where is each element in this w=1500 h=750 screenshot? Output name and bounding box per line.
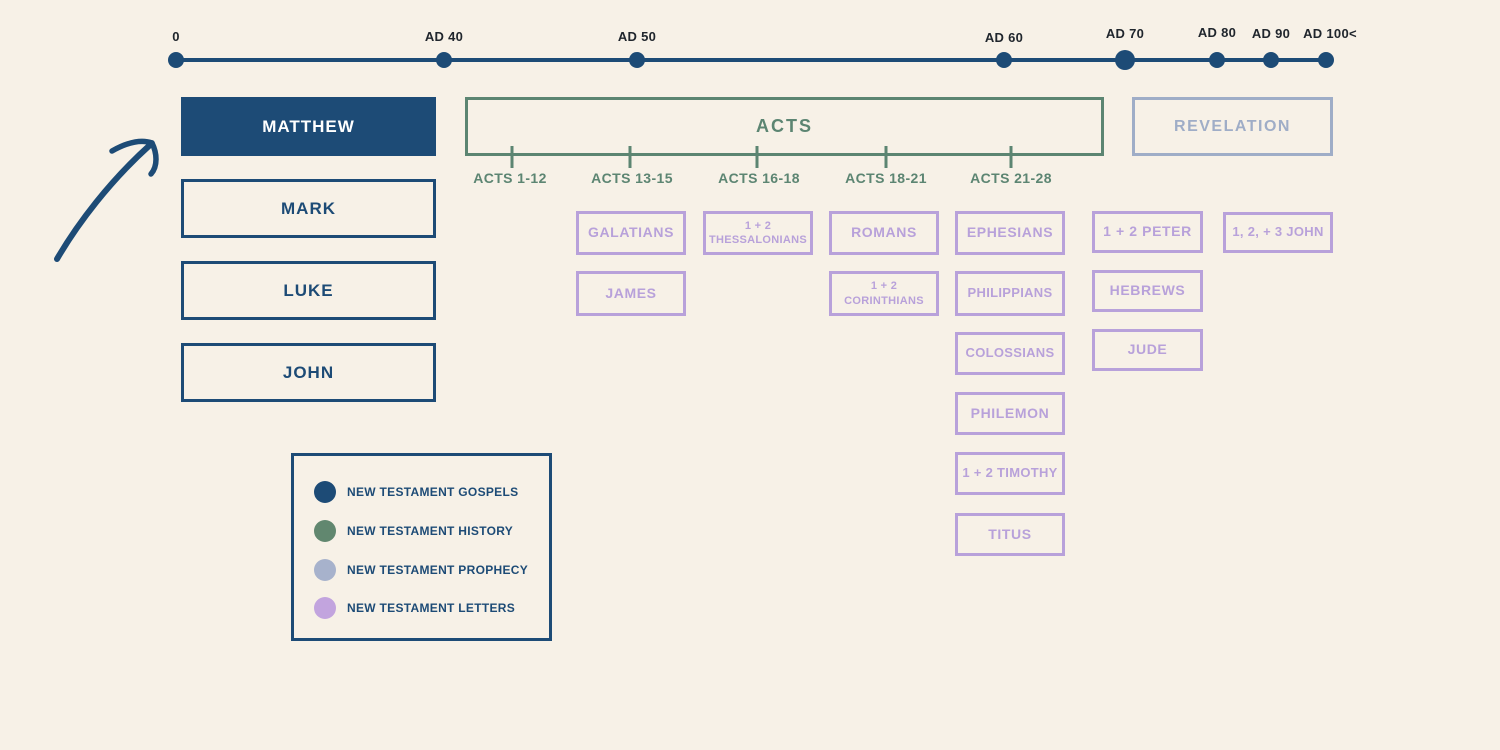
timeline-line <box>176 58 1326 62</box>
timeline-dot-ad80 <box>1209 52 1225 68</box>
letter-box-thessalonians: 1 + 2 THESSALONIANS <box>703 211 813 255</box>
timeline-marker-label: AD 60 <box>984 30 1024 45</box>
letter-box-romans: ROMANS <box>829 211 939 255</box>
letter-box-colossians: COLOSSIANS <box>955 332 1065 375</box>
gospels-color-dot <box>314 481 336 503</box>
timeline-dot-ad70 <box>1115 50 1135 70</box>
timeline-marker-label: AD 90 <box>1251 26 1291 41</box>
timeline-marker-label: AD 100< <box>1303 26 1357 41</box>
hand-drawn-arrow <box>54 138 159 262</box>
timeline-marker-label: 0 <box>172 29 180 44</box>
gospel-box-matthew: MATTHEW <box>181 97 436 156</box>
letter-box-titus: TITUS <box>955 513 1065 556</box>
timeline-marker-label: AD 80 <box>1197 25 1237 40</box>
gospel-box-mark: MARK <box>181 179 436 238</box>
legend-box: NEW TESTAMENT GOSPELS NEW TESTAMENT HIST… <box>291 453 552 641</box>
legend-item-label: NEW TESTAMENT HISTORY <box>347 524 514 538</box>
acts-segment-label: ACTS 1-12 <box>473 170 547 186</box>
legend-item-label: NEW TESTAMENT LETTERS <box>347 601 516 615</box>
letter-box-hebrews: HEBREWS <box>1092 270 1203 312</box>
timeline-dot-ad40 <box>436 52 452 68</box>
legend-item-history: NEW TESTAMENT HISTORY <box>314 520 513 542</box>
gospel-box-john: JOHN <box>181 343 436 402</box>
letter-box-john123: 1, 2, + 3 JOHN <box>1223 212 1333 253</box>
acts-tick <box>628 146 632 168</box>
timeline-marker-label: AD 40 <box>424 29 464 44</box>
acts-tick <box>510 146 514 168</box>
timeline-marker-label: AD 70 <box>1105 26 1145 41</box>
letter-box-galatians: GALATIANS <box>576 211 686 255</box>
legend-item-gospels: NEW TESTAMENT GOSPELS <box>314 481 518 503</box>
acts-tick <box>1009 146 1013 168</box>
letter-box-ephesians: EPHESIANS <box>955 211 1065 255</box>
letter-box-timothy: 1 + 2 TIMOTHY <box>955 452 1065 495</box>
legend-item-letters: NEW TESTAMENT LETTERS <box>314 597 515 619</box>
gospel-box-luke: LUKE <box>181 261 436 320</box>
timeline-dot-ad60 <box>996 52 1012 68</box>
letter-box-jude: JUDE <box>1092 329 1203 371</box>
timeline-dot-ad50 <box>629 52 645 68</box>
prophecy-box-revelation: REVELATION <box>1132 97 1333 156</box>
timeline-dot-0 <box>168 52 184 68</box>
timeline-dot-ad100 <box>1318 52 1334 68</box>
prophecy-color-dot <box>314 559 336 581</box>
history-box-acts: ACTS <box>465 97 1104 156</box>
acts-tick <box>755 146 759 168</box>
timeline-marker-label: AD 50 <box>617 29 657 44</box>
letter-box-philemon: PHILEMON <box>955 392 1065 435</box>
legend-item-label: NEW TESTAMENT PROPHECY <box>347 563 529 577</box>
acts-segment-label: ACTS 16-18 <box>718 170 800 186</box>
letter-box-corinthians: 1 + 2 CORINTHIANS <box>829 271 939 316</box>
legend-item-label: NEW TESTAMENT GOSPELS <box>347 485 519 499</box>
letters-color-dot <box>314 597 336 619</box>
letter-box-philippians: PHILIPPIANS <box>955 271 1065 316</box>
legend-item-prophecy: NEW TESTAMENT PROPHECY <box>314 559 528 581</box>
letter-box-james: JAMES <box>576 271 686 316</box>
timeline-dot-ad90 <box>1263 52 1279 68</box>
acts-segment-label: ACTS 13-15 <box>591 170 673 186</box>
acts-segment-label: ACTS 21-28 <box>970 170 1052 186</box>
letter-box-peter: 1 + 2 PETER <box>1092 211 1203 253</box>
history-color-dot <box>314 520 336 542</box>
acts-tick <box>884 146 888 168</box>
acts-segment-label: ACTS 18-21 <box>845 170 927 186</box>
